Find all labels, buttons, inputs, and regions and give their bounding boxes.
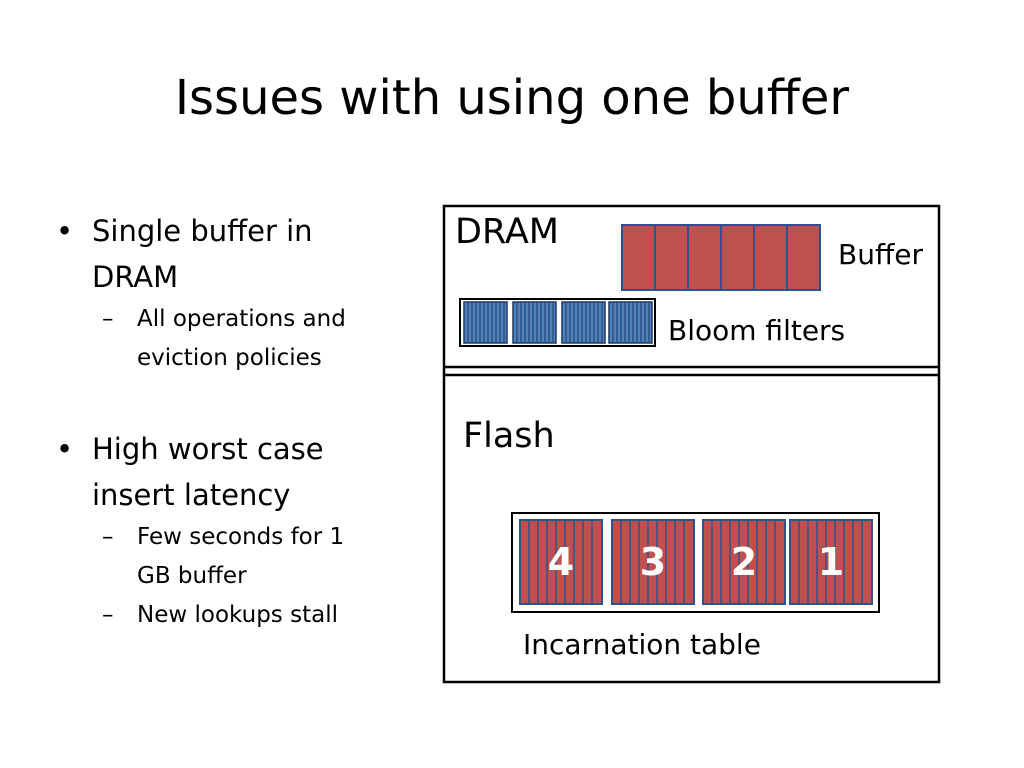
sub-bullet-text: New lookups stall [137, 602, 338, 628]
incarnation-block: 1 [789, 519, 873, 605]
buffer-cell [720, 224, 755, 291]
bullet-dot-icon: • [56, 214, 74, 248]
buffer-cell [786, 224, 821, 291]
incarnation-number: 1 [818, 540, 844, 584]
buffer-cell [621, 224, 656, 291]
incarnation-block: 4 [519, 519, 603, 605]
buffer-label: Buffer [838, 238, 923, 271]
flash-label: Flash [463, 416, 555, 456]
buffer-cell [753, 224, 788, 291]
incarnation-number: 3 [640, 540, 666, 584]
bloom-filter [463, 301, 508, 344]
dash-icon: – [102, 524, 114, 550]
buffer-cell [654, 224, 689, 291]
incarnation-block: 3 [611, 519, 695, 605]
slide-title: Issues with using one buffer [174, 70, 850, 126]
incarnation-number: 2 [731, 540, 757, 584]
bloom-filter [608, 301, 653, 344]
incarnation-table: 4 3 2 1 [519, 519, 873, 605]
dram-label: DRAM [455, 212, 559, 252]
incarnation-table-label: Incarnation table [523, 628, 761, 661]
bloom-filters-label: Bloom filters [668, 314, 845, 347]
dram-buffer [621, 224, 821, 291]
incarnation-block: 2 [702, 519, 786, 605]
bullet-dot-icon: • [56, 432, 74, 466]
bloom-filters [463, 301, 653, 344]
sub-bullet-item: – New lookups stall [52, 596, 432, 635]
diagram-outer-box [442, 204, 941, 684]
bloom-filter [561, 301, 606, 344]
bloom-filter [512, 301, 557, 344]
dash-icon: – [102, 602, 114, 628]
incarnation-number: 4 [548, 540, 574, 584]
dash-icon: – [102, 306, 114, 332]
buffer-cell [687, 224, 722, 291]
